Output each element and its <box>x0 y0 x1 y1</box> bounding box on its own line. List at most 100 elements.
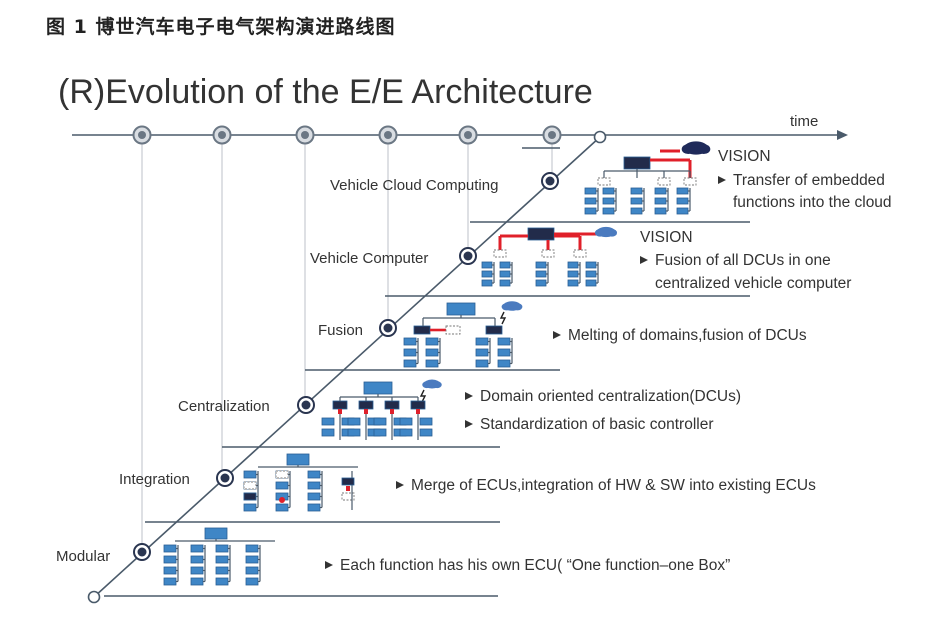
cloud-part <box>422 381 432 389</box>
network-modular <box>163 527 275 586</box>
cloud-part <box>594 229 606 237</box>
desc-vehicle-cloud-line-1: Transfer of embedded <box>733 172 885 189</box>
ecu-box <box>190 555 204 564</box>
merged-ecu-box <box>657 177 671 186</box>
desc-centralization-line-2: Standardization of basic controller <box>480 416 714 433</box>
time-axis-arrowhead <box>837 130 848 140</box>
ecu-box <box>475 337 489 346</box>
dark-cloud-icon <box>681 141 711 155</box>
ecu-box <box>630 197 643 205</box>
ecu-box <box>567 261 579 269</box>
cloud-part <box>512 303 523 311</box>
network-centralization <box>321 379 442 440</box>
stage-node-core <box>463 251 473 261</box>
merged-ecu-box <box>573 249 587 258</box>
stage-node-core <box>137 547 147 557</box>
ecu-box <box>676 197 689 205</box>
ecu-box <box>481 270 493 278</box>
ecu-box <box>676 187 689 195</box>
timeline-milestone-core <box>464 131 472 139</box>
arrow-bullet-icon <box>465 420 473 428</box>
ecu-box <box>245 555 259 564</box>
red-node <box>346 486 350 491</box>
ecu-box <box>567 279 579 287</box>
ecu-box <box>481 261 493 269</box>
desc-fusion-line-1: Melting of domains,fusion of DCUs <box>568 327 807 344</box>
ecu-box <box>163 566 177 575</box>
ecu-box <box>245 544 259 553</box>
dark-ecu-box <box>413 325 431 335</box>
ecu-box <box>163 555 177 564</box>
stage-label-vehicle-cloud: Vehicle Cloud Computing <box>330 177 498 194</box>
cloud-part <box>681 144 695 155</box>
cloud-part <box>606 229 618 237</box>
timeline-milestone-core <box>384 131 392 139</box>
ecu-box <box>403 359 417 368</box>
stage-node-core <box>301 400 311 410</box>
desc-centralization: Domain oriented centralization(DCUs) Sta… <box>465 388 741 433</box>
arrow-bullet-icon <box>465 392 473 400</box>
ecu-box <box>585 270 597 278</box>
ecu-box <box>347 428 361 437</box>
ecu-box <box>245 577 259 586</box>
ecu-box <box>602 197 615 205</box>
desc-modular: Each function has his own ECU( “One func… <box>325 557 730 574</box>
ecu-box <box>602 207 615 215</box>
red-node <box>364 409 368 414</box>
cloud-icon <box>594 226 618 238</box>
vision-label-computer: VISION <box>640 229 693 246</box>
ecu-box <box>497 348 511 357</box>
red-node <box>279 497 285 503</box>
dark-ecu-box <box>358 400 374 410</box>
ecu-box <box>585 279 597 287</box>
desc-centralization-line-1: Domain oriented centralization(DCUs) <box>480 388 741 405</box>
ecu-box <box>245 566 259 575</box>
desc-integration: Merge of ECUs,integration of HW & SW int… <box>396 477 816 494</box>
stage-label-modular: Modular <box>56 548 110 565</box>
time-label: time <box>790 113 818 130</box>
ecu-box <box>475 359 489 368</box>
ecu-box <box>215 577 229 586</box>
ecu-box <box>243 470 257 479</box>
ecu-box <box>584 197 597 205</box>
merged-ecu-box <box>683 177 697 186</box>
ecu-box <box>630 207 643 215</box>
central-computer-box <box>527 227 555 241</box>
desc-fusion: Melting of domains,fusion of DCUs <box>553 327 807 344</box>
ecu-box <box>654 197 667 205</box>
network-integration <box>243 453 358 512</box>
desc-vehicle-computer: VISION Fusion of all DCUs in one central… <box>640 229 851 292</box>
desc-vehicle-cloud: VISION Transfer of embedded functions in… <box>718 148 892 211</box>
ecu-box <box>654 207 667 215</box>
ecu-box <box>419 417 433 426</box>
ecu-box <box>321 428 335 437</box>
cloud-part <box>501 303 512 311</box>
arrow-bullet-icon <box>396 481 404 489</box>
desc-vehicle-cloud-line-2: functions into the cloud <box>733 194 892 211</box>
red-node <box>338 409 342 414</box>
ecu-box <box>190 544 204 553</box>
ecu-box <box>499 270 511 278</box>
ecu-box <box>190 566 204 575</box>
ecu-box <box>676 207 689 215</box>
merged-ecu-box <box>445 325 461 335</box>
timeline-milestone-core <box>138 131 146 139</box>
dark-ecu-box <box>384 400 400 410</box>
vision-label-cloud: VISION <box>718 148 771 165</box>
ecu-box <box>363 381 393 395</box>
cloud-icon <box>422 379 442 389</box>
ecu-box <box>425 337 439 346</box>
dark-ecu-box <box>341 477 355 486</box>
merged-ecu-box <box>341 492 355 501</box>
ecu-box <box>535 279 547 287</box>
stage-node-core <box>220 473 230 483</box>
timeline-milestone-core <box>548 131 556 139</box>
ecu-box <box>163 577 177 586</box>
stage-label-integration: Integration <box>119 471 190 488</box>
ecu-box <box>481 279 493 287</box>
ecu-box <box>602 187 615 195</box>
central-computer-box <box>623 156 651 170</box>
merged-ecu-box <box>275 470 289 479</box>
cloud-part <box>432 381 442 389</box>
